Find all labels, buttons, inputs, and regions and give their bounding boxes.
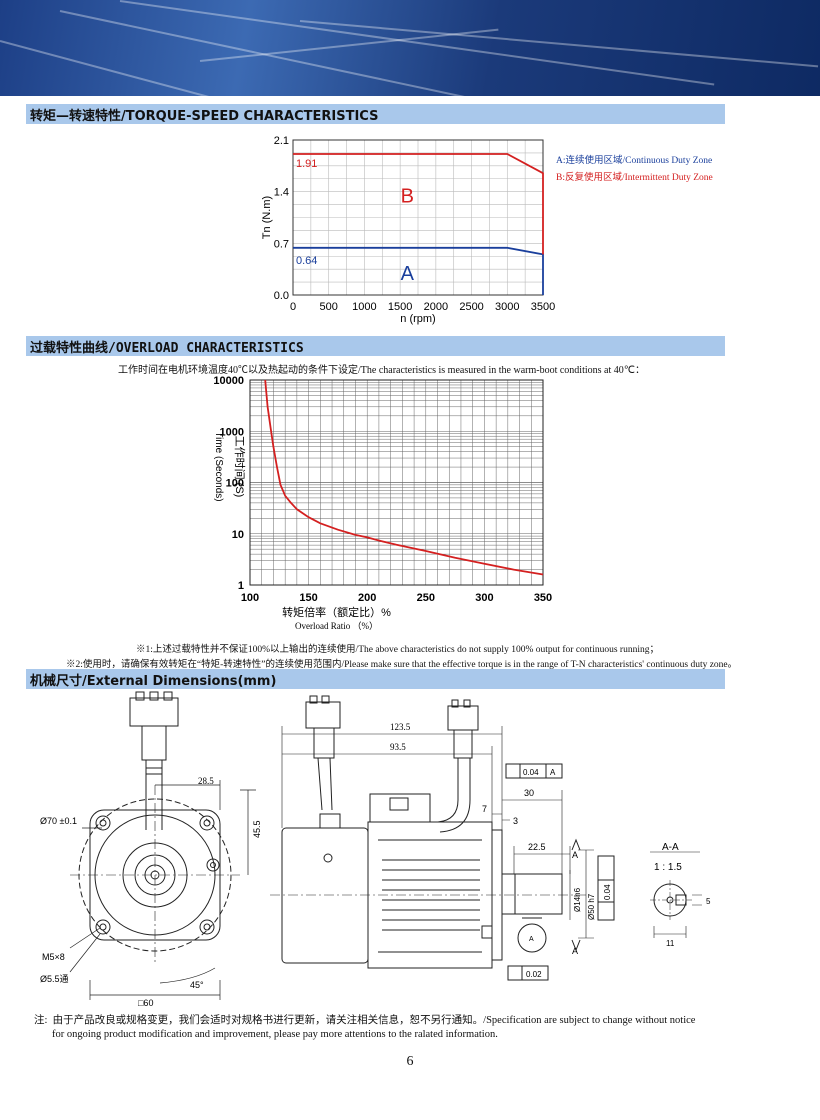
section-title-dimensions: 机械尺寸/External Dimensions(mm) (30, 674, 277, 689)
overload-x-label: 转矩倍率（额定比）% (282, 605, 391, 619)
torque-y-tick: 1.4 (274, 187, 289, 199)
section-title-a-a: A-A (662, 842, 679, 853)
section-bar-dimensions: 机械尺寸/External Dimensions(mm) (26, 669, 725, 689)
overload-subtitle: 工作时间在电机环境温度40℃以及热起动的条件下设定/The characteri… (118, 365, 645, 376)
datum-a-top: A (550, 768, 556, 777)
overload-y-tick: 100 (226, 478, 244, 490)
torque-x-tick: 2000 (424, 301, 448, 313)
overload-chart: 100 150 200 250 300 350 1 10 100 1000 10000 转矩倍率（额定… (213, 375, 552, 631)
torque-y-tick: 2.1 (274, 135, 289, 147)
dim-11: 11 (666, 939, 675, 948)
torque-series-label-A: 0.64 (296, 255, 317, 267)
torque-x-label: n (rpm) (400, 313, 435, 325)
footer-label: 注: (34, 1015, 48, 1026)
overload-y-label-en: Time (Seconds) (213, 431, 224, 501)
torque-series-A (293, 246, 544, 295)
torque-x-tick: 500 (320, 301, 338, 313)
overload-y-tick: 1000 (220, 426, 244, 438)
overload-curve (264, 379, 544, 576)
encoder-box (369, 793, 431, 823)
dim-5: 5 (706, 897, 711, 906)
dim-phi50: Ø50 h7 (587, 893, 596, 920)
motor-shaft (501, 873, 563, 915)
section-scale: 1 : 1.5 (654, 862, 682, 873)
dim-m5: M5×8 (42, 952, 65, 962)
tolerance-runout: 0.02 (526, 970, 542, 979)
motor-rear-cap (281, 827, 369, 964)
footer-notice: 注: 由于产品改良或规格变更，我们会适时对规格书进行更新，请关注相关信息，恕不另… (34, 1014, 734, 1042)
dim-angle-45: 45° (190, 980, 204, 990)
overload-y-label: 工作时间 (S) (233, 436, 246, 498)
overload-plot-frame (249, 379, 544, 586)
overload-note-2: ※2:使用时，请确保有效转矩在“特矩-转速特性”的连续使用范围内/Please … (66, 660, 738, 670)
dim-123-5: 123.5 (390, 722, 411, 732)
torque-x-tick: 3500 (531, 301, 555, 313)
overload-x-tick: 250 (417, 592, 435, 604)
torque-zone-a: A (401, 263, 415, 285)
dim-phi70: Ø70 ±0.1 (40, 816, 77, 826)
connector-housing (129, 697, 179, 727)
torque-x-tick: 3000 (495, 301, 519, 313)
legend-intermittent: B:反复使用区域/Intermittent Duty Zone (556, 173, 713, 183)
dim-93-5: 93.5 (390, 742, 406, 752)
section-bar-torque: 转矩—转速特性/TORQUE-SPEED CHARACTERISTICS (26, 104, 725, 124)
dim-30: 30 (524, 788, 534, 798)
overload-x-tick: 350 (534, 592, 552, 604)
torque-speed-chart: 0 500 1000 1500 2000 2500 3000 3500 0.0 0.7 1.4 2.1… (261, 135, 555, 325)
side-view-drawing: 123.5 93.5 30 7 3 22.5 Ø14h6 Ø50 h7 0.04… (270, 695, 615, 981)
overload-x-label-en: Overload Ratio （%） (295, 621, 378, 631)
overload-x-tick: 300 (475, 592, 493, 604)
torque-y-tick: 0.0 (274, 290, 289, 302)
tolerance-perpendicular: 0.04 (523, 768, 539, 777)
torque-y-label: Tn (N.m) (261, 196, 273, 239)
torque-series-label-B: 1.91 (296, 158, 317, 170)
overload-y-tick: 1 (238, 580, 244, 592)
overload-y-tick: 10000 (213, 375, 244, 387)
torque-x-tick: 0 (290, 301, 296, 313)
overload-x-tick: 150 (299, 592, 317, 604)
section-mark-a-bottom: A (572, 946, 578, 956)
tolerance-concentric: 0.04 (603, 884, 612, 900)
torque-zone-b: B (401, 186, 414, 208)
section-title-overload: 过载特性曲线/OVERLOAD CHARACTERISTICS (30, 341, 304, 356)
datum-a-circle: A (529, 936, 534, 943)
overload-note-1: ※1:上述过载特性并不保证100%以上输出的连续使用/The above cha… (136, 645, 659, 655)
torque-y-tick: 0.7 (274, 238, 289, 250)
overload-y-tick: 10 (232, 529, 244, 541)
section-mark-a-top: A (572, 850, 578, 860)
footer-line-2: for ongoing product modification and imp… (52, 1029, 498, 1040)
front-view-drawing: 28.5 45.5 Ø70 ±0.1 M5×8 Ø5.5通 □60 45° (40, 691, 262, 1008)
overload-x-tick: 200 (358, 592, 376, 604)
overload-x-tick: 100 (241, 592, 259, 604)
dim-3: 3 (513, 816, 518, 826)
torque-x-tick: 2500 (459, 301, 483, 313)
page-number: 6 (406, 1054, 414, 1069)
legend-continuous: A:连续使用区域/Continuous Duty Zone (556, 156, 713, 166)
dim-22-5: 22.5 (528, 842, 546, 852)
dim-7: 7 (482, 804, 487, 814)
footer-line-1: 由于产品改良或规格变更，我们会适时对规格书进行更新，请关注相关信息，恕不另行通知… (52, 1015, 696, 1026)
dim-phi14: Ø14h6 (573, 887, 582, 912)
connector-plug (141, 725, 167, 761)
dim-45-5: 45.5 (252, 820, 262, 838)
section-title-torque: 转矩—转速特性/TORQUE-SPEED CHARACTERISTICS (30, 109, 379, 124)
torque-series-B (293, 153, 544, 255)
torque-x-tick: 1500 (388, 301, 412, 313)
section-bar-overload: 过载特性曲线/OVERLOAD CHARACTERISTICS (26, 336, 725, 356)
dim-28-5: 28.5 (198, 776, 214, 786)
section-a-a-drawing: A-A 1 : 1.5 11 5 (650, 842, 711, 948)
header-banner (0, 0, 820, 96)
dim-square-60: □60 (138, 998, 153, 1008)
torque-x-tick: 1000 (352, 301, 376, 313)
dim-phi55: Ø5.5通 (40, 974, 69, 984)
